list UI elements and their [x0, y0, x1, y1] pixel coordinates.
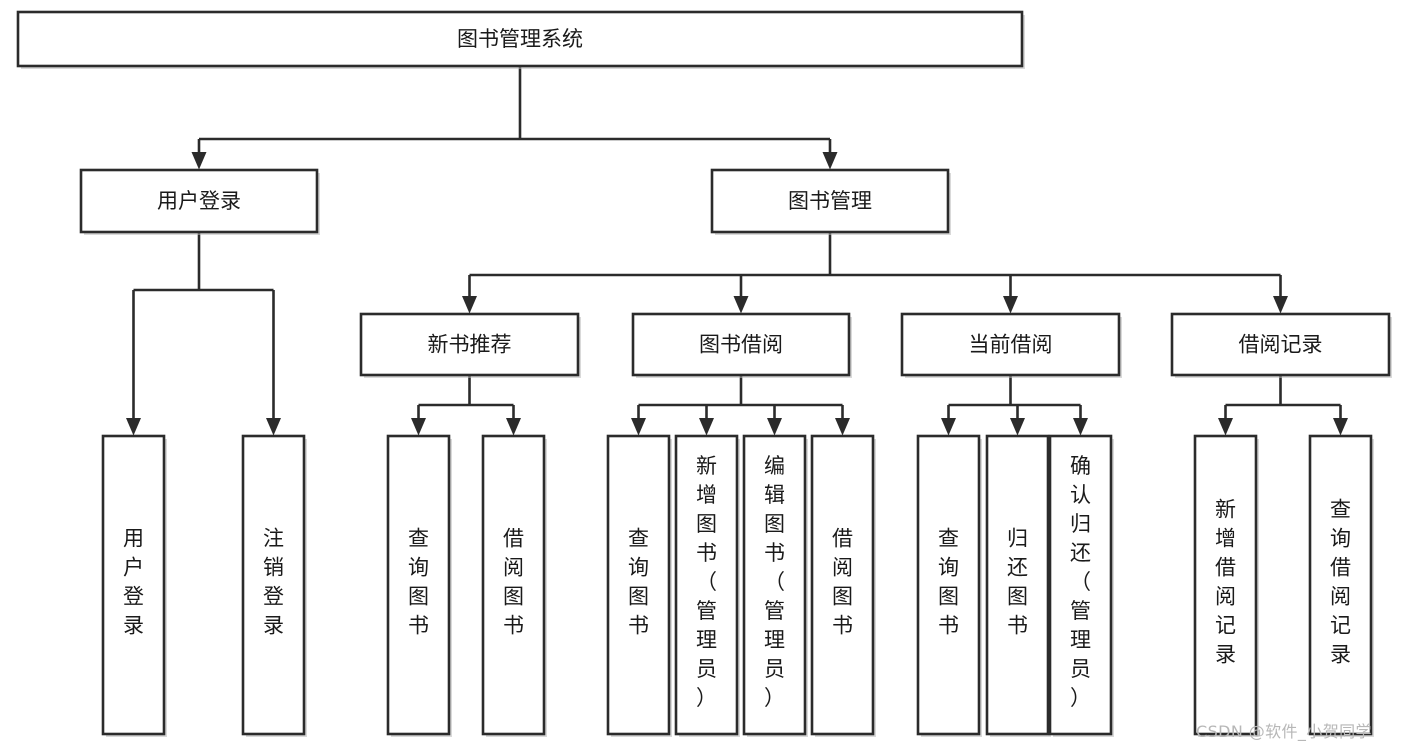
arrow-head-icon [767, 418, 782, 436]
node-login[interactable]: 用户登录 [79, 168, 320, 235]
arrow-head-icon [699, 418, 714, 436]
node-label: 用户登录 [123, 527, 144, 638]
node-root[interactable]: 图书管理系统 [16, 10, 1025, 69]
arrow-head-icon [1333, 418, 1348, 436]
node-rect[interactable] [1308, 434, 1373, 736]
node-rect[interactable] [710, 168, 950, 234]
node-leaf-login-1[interactable]: 用户登录 [101, 434, 167, 737]
node-leaf-login-2[interactable]: 注销登录 [241, 434, 307, 737]
node-record[interactable]: 借阅记录 [1170, 312, 1392, 378]
node-label: 图书管理 [788, 189, 872, 213]
node-rect[interactable] [386, 434, 451, 736]
node-rect[interactable] [1193, 434, 1258, 736]
node-newbook[interactable]: 新书推荐 [359, 312, 581, 378]
node-label: 查询图书 [938, 527, 959, 638]
arrow-head-icon [462, 296, 477, 314]
node-leaf-rec-2[interactable]: 查询借阅记录 [1308, 434, 1374, 737]
node-label: 图书管理系统 [457, 27, 583, 51]
arrow-head-icon [411, 418, 426, 436]
node-label: 新增借阅记录 [1215, 498, 1236, 667]
arrow-head-icon [126, 418, 141, 436]
node-label: 借阅图书 [832, 527, 853, 638]
arrow-head-icon [191, 152, 207, 170]
node-rect[interactable] [481, 434, 546, 736]
node-leaf-borrow-3[interactable]: 编辑图书（管理员） [742, 434, 808, 737]
arrow-head-icon [1073, 418, 1088, 436]
node-label: 归还图书 [1007, 527, 1028, 638]
node-current[interactable]: 当前借阅 [900, 312, 1122, 378]
connector-group-newbook [411, 375, 521, 436]
node-label: 查询图书 [628, 527, 649, 638]
node-rect[interactable] [606, 434, 671, 736]
arrow-head-icon [1273, 296, 1288, 314]
arrow-head-icon [506, 418, 521, 436]
connector-group-root [191, 66, 838, 170]
arrow-head-icon [1218, 418, 1233, 436]
arrow-head-icon [822, 152, 838, 170]
node-label: 查询图书 [408, 527, 429, 638]
node-leaf-borrow-4[interactable]: 借阅图书 [810, 434, 876, 737]
node-rect[interactable] [241, 434, 306, 736]
node-rect[interactable] [1170, 312, 1391, 377]
arrow-head-icon [1010, 418, 1025, 436]
csdn-watermark: CSDN @软件_小贺同学 [1196, 722, 1372, 741]
node-rect[interactable] [101, 434, 166, 736]
node-label: 用户登录 [157, 189, 241, 213]
node-label: 当前借阅 [969, 333, 1053, 357]
arrow-head-icon [835, 418, 850, 436]
node-label: 确认归还（管理员） [1070, 454, 1091, 710]
arrow-head-icon [733, 296, 749, 314]
node-rect[interactable] [674, 434, 739, 736]
node-label: 借阅图书 [503, 527, 524, 638]
node-rect[interactable] [916, 434, 981, 736]
connector-group-current [941, 375, 1088, 436]
node-leaf-rec-1[interactable]: 新增借阅记录 [1193, 434, 1259, 737]
node-label: 注销登录 [263, 527, 284, 638]
node-rect[interactable] [359, 312, 580, 377]
node-leaf-borrow-2[interactable]: 新增图书（管理员） [674, 434, 740, 737]
arrow-head-icon [631, 418, 646, 436]
node-layer: 图书管理系统用户登录图书管理新书推荐图书借阅当前借阅借阅记录用户登录注销登录查询… [16, 10, 1392, 737]
node-bookmgmt[interactable]: 图书管理 [710, 168, 951, 235]
node-label: 新增图书（管理员） [696, 454, 717, 710]
node-leaf-new-2[interactable]: 借阅图书 [481, 434, 547, 737]
node-leaf-cur-1[interactable]: 查询图书 [916, 434, 982, 737]
node-rect[interactable] [1048, 434, 1113, 736]
node-label: 借阅记录 [1239, 333, 1323, 357]
node-rect[interactable] [742, 434, 807, 736]
node-rect[interactable] [631, 312, 851, 377]
connector-group-borrow [631, 375, 850, 436]
node-leaf-borrow-1[interactable]: 查询图书 [606, 434, 672, 737]
node-leaf-new-1[interactable]: 查询图书 [386, 434, 452, 737]
node-rect[interactable] [79, 168, 319, 234]
node-label: 编辑图书（管理员） [764, 454, 785, 710]
node-rect[interactable] [900, 312, 1121, 377]
node-rect[interactable] [810, 434, 875, 736]
node-rect[interactable] [985, 434, 1050, 736]
connector-group-login [126, 232, 281, 436]
node-label: 图书借阅 [699, 333, 783, 357]
node-label: 查询借阅记录 [1330, 498, 1351, 667]
node-leaf-cur-3[interactable]: 确认归还（管理员） [1048, 434, 1114, 737]
connector-layer [126, 66, 1348, 436]
arrow-head-icon [941, 418, 956, 436]
connector-group-record [1218, 375, 1348, 436]
connector-group-bookmgmt [462, 232, 1288, 314]
node-label: 新书推荐 [428, 333, 512, 357]
arrow-head-icon [1003, 296, 1018, 314]
node-rect[interactable] [16, 10, 1024, 68]
node-borrow[interactable]: 图书借阅 [631, 312, 852, 378]
arrow-head-icon [266, 418, 281, 436]
node-leaf-cur-2[interactable]: 归还图书 [985, 434, 1051, 737]
